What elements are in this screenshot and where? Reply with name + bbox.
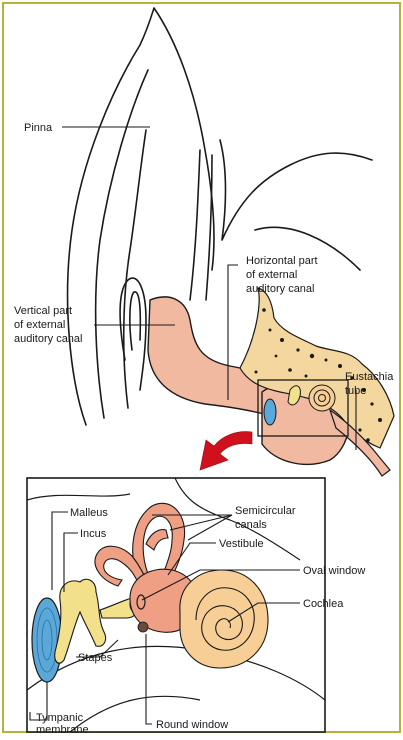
label-round-window: Round window	[156, 719, 228, 731]
round-window-shape	[138, 622, 148, 632]
label-tympanic-line1: Tympanic	[36, 712, 84, 724]
label-stapes: Stapes	[78, 652, 113, 664]
curved-arrow-icon	[200, 432, 252, 470]
label-vertical-canal-line1: Vertical part	[14, 305, 72, 317]
label-vestibule: Vestibule	[219, 538, 264, 550]
label-semicircular-line2: canals	[235, 519, 267, 531]
inset-panel: Malleus Incus Semicircular canals Vestib…	[27, 478, 365, 735]
concha-loop-inner	[130, 292, 141, 350]
label-horizontal-canal-line2: of external	[246, 269, 297, 281]
label-malleus: Malleus	[70, 507, 108, 519]
label-eustachian-line1: Eustachia	[345, 371, 394, 383]
small-cochlea	[309, 385, 335, 411]
label-vertical-canal-line3: auditory canal	[14, 333, 83, 345]
label-incus: Incus	[80, 528, 107, 540]
label-tympanic-line2: membrane	[36, 724, 89, 735]
label-pinna: Pinna	[24, 122, 53, 134]
head-contour	[220, 140, 372, 240]
tragus-line-1	[190, 150, 200, 300]
label-oval-window: Oval window	[303, 565, 365, 577]
helix-fold	[96, 70, 148, 418]
label-eustachian-line2: tube	[345, 385, 366, 397]
large-cochlea	[180, 570, 268, 668]
label-vertical-canal-line2: of external	[14, 319, 65, 331]
label-horizontal-canal-line1: Horizontal part	[246, 255, 318, 267]
small-eardrum	[264, 399, 276, 425]
label-semicircular-line1: Semicircular	[235, 505, 296, 517]
label-horizontal-canal-line3: auditory canal	[246, 283, 315, 295]
label-cochlea: Cochlea	[303, 598, 344, 610]
